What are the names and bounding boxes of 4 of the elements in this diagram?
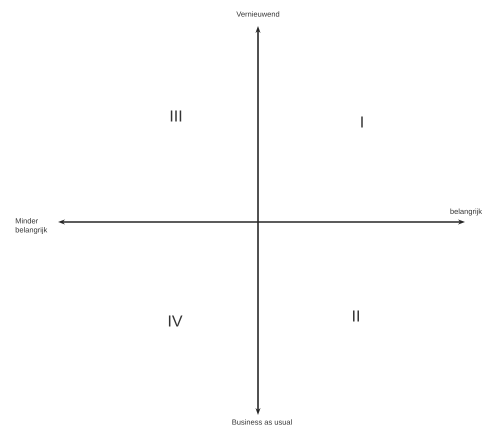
- quadrant-numeral: I: [361, 116, 363, 128]
- quadrant-numeral: III: [170, 110, 182, 122]
- quadrant-numeral: II: [353, 310, 359, 322]
- quadrant-numeral: IV: [168, 315, 182, 326]
